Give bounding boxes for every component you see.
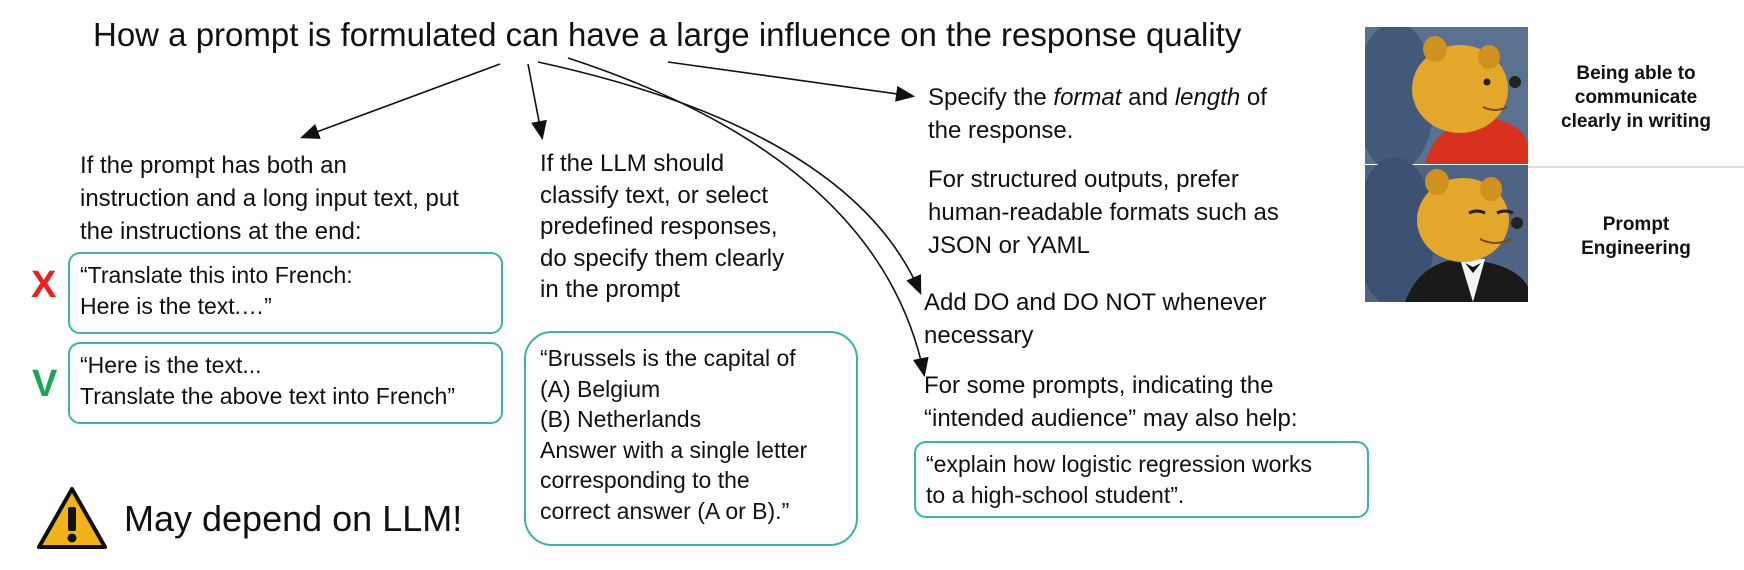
arrow-to-left bbox=[299, 63, 501, 139]
warning-icon bbox=[37, 487, 107, 549]
meme-caption-top: Being able to communicate clearly in wri… bbox=[1546, 62, 1726, 134]
audience-example-line: “explain how logistic regression works bbox=[926, 451, 1313, 477]
format-line-2: the response. bbox=[928, 117, 1074, 144]
audience-tip: For some prompts, indicating the “intend… bbox=[924, 369, 1298, 435]
length-word: length bbox=[1174, 84, 1241, 111]
middle-intro-line: do specify them clearly bbox=[540, 244, 785, 272]
middle-intro-line: classify text, or select bbox=[540, 181, 769, 209]
middle-intro: If the LLM should classify text, or sele… bbox=[540, 148, 784, 306]
bad-example-box: “Translate this into French: Here is the… bbox=[68, 252, 503, 334]
good-mark: V bbox=[32, 363, 58, 405]
classification-line: Answer with a single letter bbox=[540, 436, 808, 463]
meme-caption-line: communicate bbox=[1574, 87, 1698, 108]
meme-caption-line: Prompt bbox=[1602, 214, 1670, 235]
format-word: format bbox=[1053, 84, 1122, 111]
arrow-to-do-dont bbox=[537, 61, 922, 295]
meme-caption-bottom: Prompt Engineering bbox=[1546, 213, 1726, 261]
page-title: How a prompt is formulated can have a la… bbox=[93, 16, 1242, 53]
middle-intro-line: If the LLM should bbox=[540, 150, 725, 177]
classification-line: (A) Belgium bbox=[540, 375, 661, 402]
bad-example-line: Here is the text.…” bbox=[80, 292, 272, 319]
format-line: Specify the format and length of bbox=[928, 81, 1267, 114]
left-intro-line: If the prompt has both an bbox=[80, 152, 347, 179]
structured-line: JSON or YAML bbox=[928, 232, 1090, 259]
good-example-box: “Here is the text... Translate the above… bbox=[68, 342, 503, 424]
audience-line: For some prompts, indicating the bbox=[924, 372, 1274, 399]
left-intro-line: the instructions at the end: bbox=[80, 218, 362, 245]
classification-line: correct answer (A or B).” bbox=[540, 497, 790, 524]
arrow-to-format bbox=[667, 61, 916, 102]
arrow-to-middle bbox=[527, 63, 547, 141]
format-text: of bbox=[1240, 84, 1267, 111]
middle-intro-line: in the prompt bbox=[540, 276, 681, 303]
meme-caption-line: Being able to bbox=[1576, 63, 1696, 84]
structured-line: For structured outputs, prefer bbox=[928, 166, 1239, 193]
bad-example-line: “Translate this into French: bbox=[80, 262, 353, 288]
meme-caption-line: clearly in writing bbox=[1561, 111, 1711, 132]
warning-text: May depend on LLM! bbox=[124, 498, 463, 539]
audience-line: “intended audience” may also help: bbox=[924, 405, 1298, 432]
good-example-line: “Here is the text... bbox=[80, 352, 262, 378]
bad-mark: X bbox=[31, 264, 57, 306]
audience-example-box: “explain how logistic regression works t… bbox=[914, 441, 1369, 518]
classification-line: “Brussels is the capital of bbox=[540, 345, 796, 371]
structured-tip: For structured outputs, prefer human-rea… bbox=[928, 163, 1279, 262]
classification-line: (B) Netherlands bbox=[540, 406, 702, 432]
classification-line: corresponding to the bbox=[540, 467, 750, 493]
arrow-to-audience bbox=[567, 57, 929, 378]
meme-caption-line: Engineering bbox=[1581, 238, 1691, 259]
do-dont-line: necessary bbox=[924, 322, 1034, 349]
middle-intro-line: predefined responses, bbox=[540, 213, 778, 240]
pooh-meme-image bbox=[1365, 27, 1528, 302]
format-text: Specify the bbox=[928, 84, 1054, 111]
left-intro-line: instruction and a long input text, put bbox=[80, 185, 459, 212]
format-text: and bbox=[1121, 84, 1175, 111]
classification-example-box: “Brussels is the capital of (A) Belgium … bbox=[524, 331, 858, 546]
good-example-line: Translate the above text into French” bbox=[80, 382, 456, 409]
left-intro: If the prompt has both an instruction an… bbox=[80, 149, 459, 248]
structured-line: human-readable formats such as bbox=[928, 199, 1279, 226]
do-dont-tip: Add DO and DO NOT whenever necessary bbox=[924, 286, 1266, 352]
audience-example-line: to a high-school student”. bbox=[926, 481, 1185, 508]
format-tip: Specify the format and length of the res… bbox=[928, 81, 1267, 147]
do-dont-line: Add DO and DO NOT whenever bbox=[924, 289, 1267, 316]
